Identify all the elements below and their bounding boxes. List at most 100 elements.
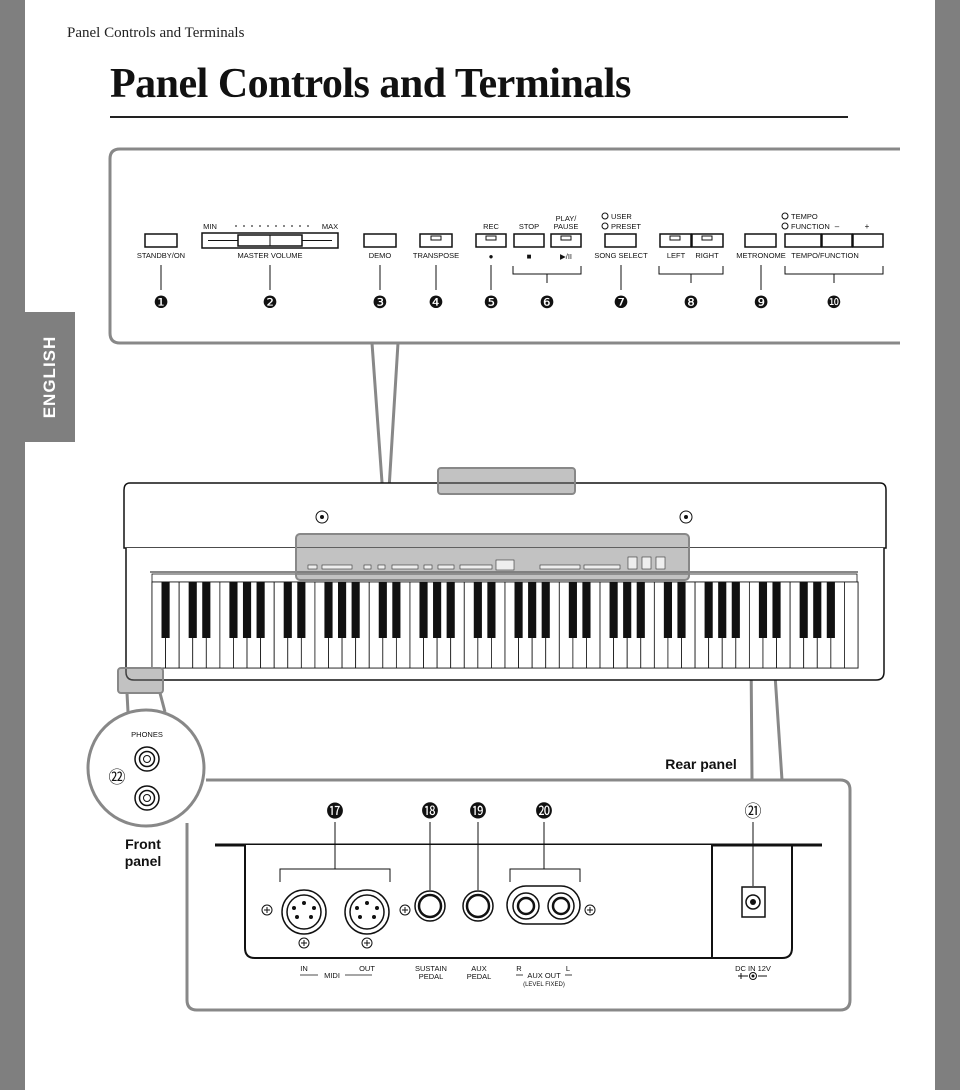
- black-key: [188, 582, 197, 638]
- title-rule: [110, 116, 848, 118]
- transpose-button[interactable]: [419, 233, 453, 248]
- transpose-label: TRANSPOSE: [413, 251, 459, 260]
- left-button[interactable]: [659, 233, 692, 248]
- master-volume-label: MASTER VOLUME: [237, 251, 302, 260]
- tempo-function-label: TEMPO/FUNCTION: [791, 251, 859, 260]
- callout-10: ❿: [826, 293, 841, 313]
- aux-out-l-jack[interactable]: [547, 892, 575, 920]
- dc-polarity-icon: [738, 972, 767, 980]
- standby-button[interactable]: [144, 233, 178, 248]
- callout-3: ❸: [372, 293, 387, 313]
- black-key: [704, 582, 713, 638]
- black-key: [392, 582, 401, 638]
- page-title: Panel Controls and Terminals: [110, 61, 631, 107]
- black-key: [758, 582, 768, 638]
- screw-icons: [261, 904, 596, 949]
- black-key: [826, 582, 835, 638]
- user-label: USER: [611, 212, 632, 221]
- black-key: [351, 582, 360, 638]
- black-key: [487, 582, 496, 638]
- callout-9: ❾: [753, 293, 768, 313]
- tempo-bracket: [784, 266, 884, 283]
- standby-label: STANDBY/ON: [137, 251, 185, 260]
- black-key: [718, 582, 727, 638]
- callout-21: ㉑: [745, 802, 762, 822]
- black-key: [378, 582, 387, 638]
- song-select-label: SONG SELECT: [594, 251, 648, 260]
- minus-label: –: [835, 222, 840, 231]
- front-panel-highlight: [117, 667, 164, 694]
- phones-jack-2[interactable]: [134, 785, 160, 811]
- black-key: [446, 582, 455, 638]
- right-label: RIGHT: [695, 251, 719, 260]
- minus-button[interactable]: [821, 233, 853, 248]
- black-key: [528, 582, 537, 638]
- tempo-lamp: [781, 212, 789, 220]
- black-key: [242, 582, 252, 638]
- rear-panel-callout: Rear panel IN OUT: [185, 756, 852, 1012]
- aux-out-label: AUX OUT: [527, 971, 561, 980]
- midi-in-port[interactable]: [281, 889, 327, 935]
- black-key: [731, 582, 740, 638]
- black-key: [473, 582, 482, 638]
- callout-1: ❶: [153, 293, 168, 313]
- callout-4: ❹: [428, 293, 443, 313]
- play-pause-label-line1: PLAY/: [556, 214, 578, 223]
- midi-label: MIDI: [324, 971, 340, 980]
- plus-button[interactable]: [852, 233, 884, 248]
- callout-5: ❺: [483, 293, 498, 313]
- metronome-button[interactable]: [744, 233, 777, 248]
- master-volume-slider[interactable]: [201, 232, 339, 249]
- level-fixed-label: (LEVEL FIXED): [523, 982, 565, 988]
- right-button[interactable]: [691, 233, 724, 248]
- phones-label: PHONES: [131, 730, 163, 739]
- callout-8: ❽: [683, 293, 698, 313]
- black-key: [582, 582, 591, 638]
- aux-pedal-label-line1: AUX: [471, 964, 486, 973]
- rec-label: REC: [483, 222, 499, 231]
- song-select-button[interactable]: [604, 233, 637, 248]
- black-key: [772, 582, 781, 638]
- black-key: [338, 582, 347, 638]
- black-key: [419, 582, 428, 638]
- sustain-label-line2: PEDAL: [419, 972, 444, 981]
- callout-20: ⓴: [536, 802, 553, 822]
- play-pause-label-line2: PAUSE: [554, 222, 579, 231]
- phones-jack-1[interactable]: [134, 746, 160, 772]
- aux-pedal-jack[interactable]: [462, 890, 494, 922]
- rear-panel-highlight: [437, 467, 576, 495]
- piano-illustration: [117, 467, 887, 694]
- sustain-pedal-jack[interactable]: [414, 890, 446, 922]
- black-key: [324, 582, 333, 638]
- function-label: FUNCTION: [791, 222, 830, 231]
- preset-lamp: [601, 222, 609, 230]
- volume-min-label: MIN: [203, 222, 217, 231]
- black-key: [568, 582, 577, 638]
- control-panel-callout: STANDBY/ON MIN MAX MASTER VOLUME DEMO TR…: [108, 147, 900, 345]
- leader-lines: [160, 265, 762, 290]
- black-key: [541, 582, 550, 638]
- transport-bracket: [512, 266, 582, 283]
- dc-in-jack[interactable]: [741, 886, 766, 918]
- demo-button[interactable]: [363, 233, 397, 248]
- white-key: [844, 581, 859, 669]
- play-pause-button[interactable]: [550, 233, 582, 248]
- tempo-function-button[interactable]: [784, 233, 822, 248]
- function-lamp: [781, 222, 789, 230]
- aux-out-r-jack[interactable]: [512, 892, 540, 920]
- rec-symbol: ●: [489, 252, 494, 261]
- black-key: [229, 582, 238, 638]
- preset-label: PRESET: [611, 222, 641, 231]
- language-tab: ENGLISH: [25, 312, 75, 442]
- black-key: [283, 582, 292, 638]
- rear-panel-title: Rear panel: [665, 756, 737, 772]
- midi-out-port[interactable]: [344, 889, 390, 935]
- stop-button[interactable]: [513, 233, 545, 248]
- front-panel-label-line2: panel: [125, 853, 162, 869]
- rec-button[interactable]: [475, 233, 507, 248]
- running-head: Panel Controls and Terminals: [67, 25, 245, 41]
- left-label: LEFT: [667, 251, 686, 260]
- track-bracket: [658, 266, 724, 283]
- user-lamp: [601, 212, 609, 220]
